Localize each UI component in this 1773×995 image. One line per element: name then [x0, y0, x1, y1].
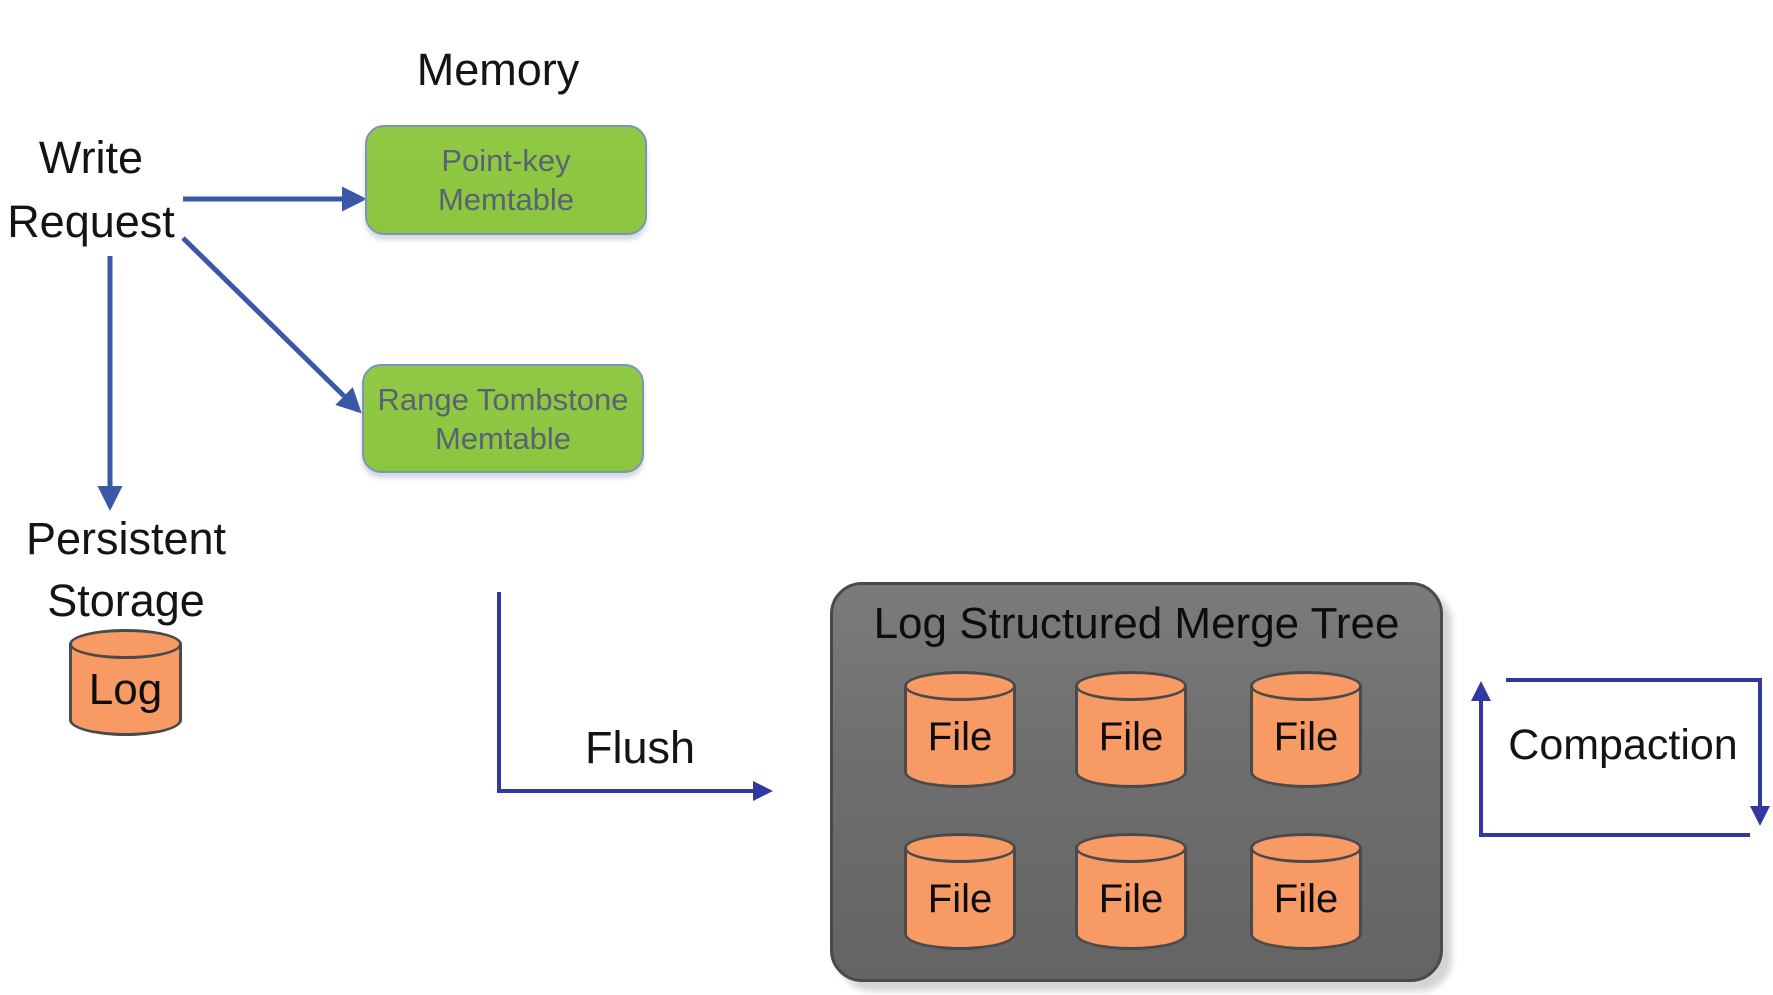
file-cylinder-top	[1075, 671, 1187, 701]
file-cylinder-body	[904, 686, 1016, 788]
persistent-storage-label: Persistent Storage	[18, 508, 234, 632]
persistent-storage-line2: Storage	[47, 575, 205, 626]
persistent-storage-line1: Persistent	[25, 513, 227, 564]
file-cylinder-top	[904, 833, 1016, 863]
point-key-memtable-line2: Memtable	[437, 182, 575, 217]
file-cylinder-top	[904, 671, 1016, 701]
write-request-line1: Write	[38, 132, 144, 183]
flush-label: Flush	[584, 722, 696, 773]
file-cylinder-label: File	[1098, 876, 1164, 921]
file-cylinder-icon: File	[904, 671, 1016, 788]
file-cylinder-icon: File	[904, 833, 1016, 950]
range-tombstone-memtable-line1: Range Tombstone	[377, 381, 629, 417]
file-cylinder-icon: File	[1075, 671, 1187, 788]
write-request-label: Write Request	[0, 126, 182, 254]
point-key-memtable-line1: Point-key	[441, 143, 571, 178]
file-cylinder-body	[1075, 686, 1187, 788]
lsm-tree-title: Log Structured Merge Tree	[873, 599, 1400, 648]
log-cylinder-icon: Log	[69, 629, 182, 736]
memory-label: Memory	[416, 44, 580, 95]
range-tombstone-memtable-box: Range Tombstone Memtable	[362, 364, 644, 473]
range-tombstone-memtable-line2: Memtable	[434, 420, 572, 456]
file-cylinder-icon: File	[1075, 833, 1187, 950]
lsm-tree-box: Log Structured Merge Tree File File File…	[830, 582, 1443, 982]
point-key-memtable-box: Point-key Memtable	[365, 125, 647, 235]
file-cylinder-icon: File	[1250, 671, 1362, 788]
file-cylinder-top	[1250, 671, 1362, 701]
file-cylinder-label: File	[927, 876, 993, 921]
write-request-line2: Request	[7, 196, 175, 247]
log-cylinder-body	[69, 644, 182, 736]
log-cylinder-label: Log	[88, 665, 163, 714]
log-cylinder-top	[69, 629, 182, 659]
file-cylinder-top	[1250, 833, 1362, 863]
file-cylinder-body	[904, 848, 1016, 950]
file-cylinder-top	[1075, 833, 1187, 863]
compaction-label: Compaction	[1508, 721, 1738, 769]
file-cylinder-body	[1250, 848, 1362, 950]
file-cylinder-body	[1075, 848, 1187, 950]
file-cylinder-body	[1250, 686, 1362, 788]
file-cylinder-icon: File	[1250, 833, 1362, 950]
file-cylinder-label: File	[1273, 714, 1339, 759]
arrow-write-to-range	[181, 236, 362, 414]
file-cylinder-label: File	[927, 714, 993, 759]
file-cylinder-label: File	[1273, 876, 1339, 921]
file-cylinder-label: File	[1098, 714, 1164, 759]
